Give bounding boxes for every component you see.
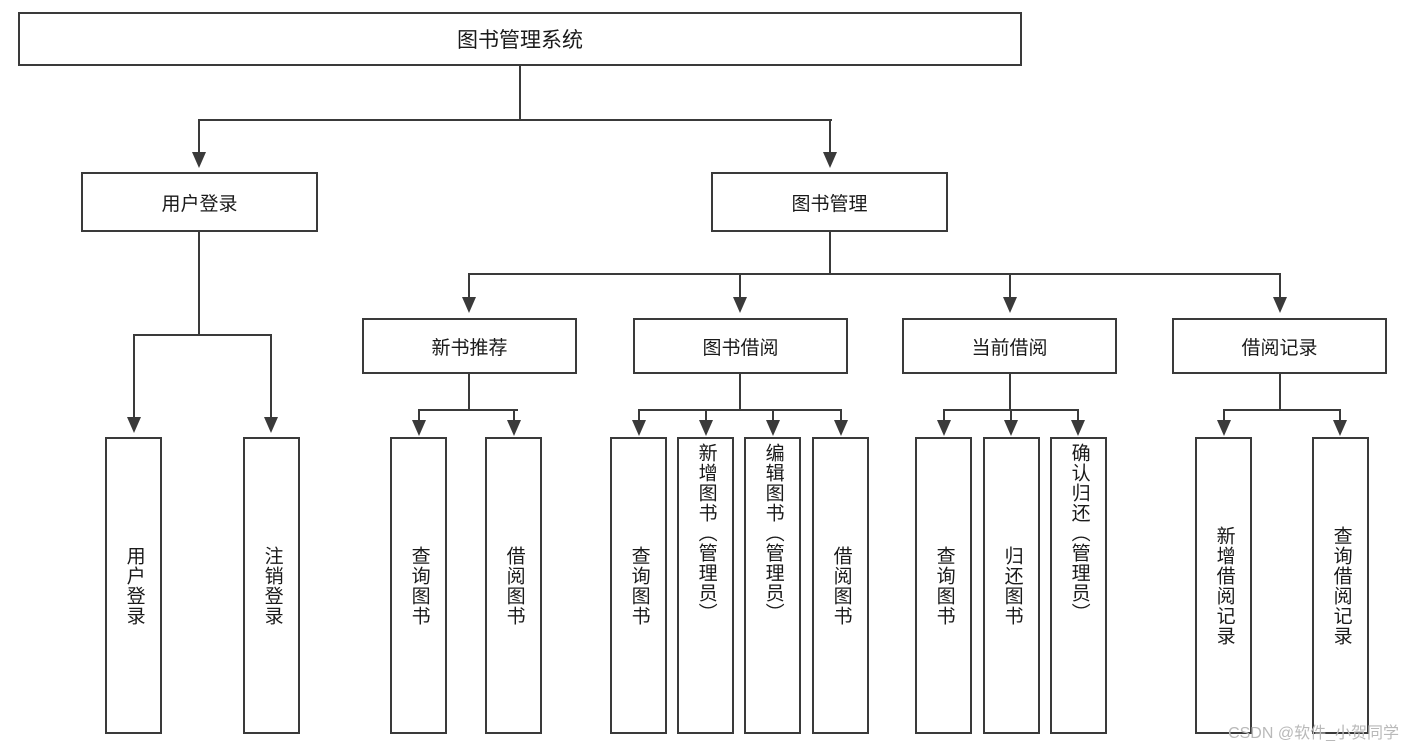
arrow-current-to-leaf3 <box>1071 420 1085 436</box>
edge-borrow-to-leaf4 <box>840 409 842 421</box>
edge-login-to-leaf1 <box>133 334 135 418</box>
edge-root-bus <box>198 119 832 121</box>
arrow-records-to-leaf1 <box>1217 420 1231 436</box>
arrow-newbooks-to-leaf2 <box>507 420 521 436</box>
leaf-query-books-borrow[interactable]: 查询图书 <box>610 437 667 734</box>
leaf-label: 归还图书 <box>1001 545 1023 626</box>
leaf-user-login[interactable]: 用户登录 <box>105 437 162 734</box>
edge-records-to-leaf1 <box>1223 409 1225 421</box>
edge-login-bus <box>133 334 272 336</box>
node-book-borrow[interactable]: 图书借阅 <box>633 318 848 374</box>
node-label: 图书借阅 <box>702 337 779 359</box>
leaf-return-books[interactable]: 归还图书 <box>983 437 1040 734</box>
leaf-logout-login[interactable]: 注销登录 <box>243 437 300 734</box>
edge-root-to-bookmgmt <box>829 119 831 153</box>
edge-current-to-leaf2 <box>1010 409 1012 421</box>
node-book-management[interactable]: 图书管理 <box>711 172 948 232</box>
leaf-label: 借阅图书 <box>830 545 852 626</box>
edge-records-stem <box>1279 374 1281 410</box>
node-label: 借阅记录 <box>1241 337 1318 359</box>
arrow-root-to-login <box>192 152 206 168</box>
node-new-book-recommend[interactable]: 新书推荐 <box>362 318 577 374</box>
edge-current-to-leaf1 <box>943 409 945 421</box>
leaf-label: 查询图书 <box>933 545 955 626</box>
node-label: 图书管理 <box>791 193 868 215</box>
leaf-label: 新增图书（管理员） <box>695 443 717 623</box>
leaf-label: 编辑图书（管理员） <box>762 443 784 623</box>
edge-records-to-leaf2 <box>1339 409 1341 421</box>
edge-borrow-to-leaf2 <box>705 409 707 421</box>
leaf-label: 用户登录 <box>123 545 145 626</box>
node-current-borrow[interactable]: 当前借阅 <box>902 318 1117 374</box>
edge-bookmgmt-to-borrow <box>739 273 741 298</box>
leaf-borrow-books-recommend[interactable]: 借阅图书 <box>485 437 542 734</box>
edge-borrow-to-leaf1 <box>638 409 640 421</box>
edge-root-to-login <box>198 119 200 153</box>
node-user-login[interactable]: 用户登录 <box>81 172 318 232</box>
edge-bookmgmt-to-records <box>1279 273 1281 298</box>
arrow-records-to-leaf2 <box>1333 420 1347 436</box>
arrow-current-to-leaf1 <box>937 420 951 436</box>
node-label: 新书推荐 <box>431 337 508 359</box>
edge-borrow-to-leaf3 <box>772 409 774 421</box>
arrow-bookmgmt-to-current <box>1003 297 1017 313</box>
arrow-borrow-to-leaf3 <box>766 420 780 436</box>
edge-bookmgmt-to-current <box>1009 273 1011 298</box>
edge-login-stem <box>198 232 200 335</box>
leaf-label: 查询图书 <box>628 545 650 626</box>
leaf-confirm-return-admin[interactable]: 确认归还（管理员） <box>1050 437 1107 734</box>
edge-borrow-stem <box>739 374 741 410</box>
edge-current-to-leaf3 <box>1077 409 1079 421</box>
arrow-bookmgmt-to-borrow <box>733 297 747 313</box>
edge-bookmgmt-bus <box>468 273 1281 275</box>
leaf-query-books-recommend[interactable]: 查询图书 <box>390 437 447 734</box>
node-label: 当前借阅 <box>971 337 1048 359</box>
edge-current-stem <box>1009 374 1011 410</box>
leaf-query-borrow-record[interactable]: 查询借阅记录 <box>1312 437 1369 734</box>
node-root-system[interactable]: 图书管理系统 <box>18 12 1022 66</box>
arrow-login-to-leaf1 <box>127 417 141 433</box>
leaf-add-borrow-record[interactable]: 新增借阅记录 <box>1195 437 1252 734</box>
arrow-borrow-to-leaf4 <box>834 420 848 436</box>
arrow-bookmgmt-to-records <box>1273 297 1287 313</box>
edge-bookmgmt-stem <box>829 232 831 274</box>
node-label: 图书管理系统 <box>457 29 583 52</box>
edge-login-to-leaf2 <box>270 334 272 418</box>
leaf-edit-book-admin[interactable]: 编辑图书（管理员） <box>744 437 801 734</box>
arrow-newbooks-to-leaf1 <box>412 420 426 436</box>
edge-newbooks-bus <box>418 409 518 411</box>
arrow-borrow-to-leaf1 <box>632 420 646 436</box>
edge-root-stem <box>519 66 521 120</box>
edge-bookmgmt-to-newbooks <box>468 273 470 298</box>
leaf-borrow-books-borrow[interactable]: 借阅图书 <box>812 437 869 734</box>
node-borrow-records[interactable]: 借阅记录 <box>1172 318 1387 374</box>
edge-newbooks-stem <box>468 374 470 410</box>
arrow-borrow-to-leaf2 <box>699 420 713 436</box>
edge-borrow-bus <box>638 409 842 411</box>
edge-newbooks-to-leaf1 <box>418 409 420 421</box>
leaf-label: 查询借阅记录 <box>1330 525 1352 646</box>
leaf-query-books-current[interactable]: 查询图书 <box>915 437 972 734</box>
node-label: 用户登录 <box>161 193 238 215</box>
leaf-label: 确认归还（管理员） <box>1068 443 1090 623</box>
leaf-label: 查询图书 <box>408 545 430 626</box>
edge-newbooks-to-leaf2 <box>513 409 515 421</box>
edge-records-bus <box>1223 409 1341 411</box>
leaf-add-book-admin[interactable]: 新增图书（管理员） <box>677 437 734 734</box>
leaf-label: 借阅图书 <box>503 545 525 626</box>
arrow-current-to-leaf2 <box>1004 420 1018 436</box>
arrow-login-to-leaf2 <box>264 417 278 433</box>
arrow-root-to-bookmgmt <box>823 152 837 168</box>
leaf-label: 注销登录 <box>261 545 283 626</box>
arrow-bookmgmt-to-newbooks <box>462 297 476 313</box>
leaf-label: 新增借阅记录 <box>1213 525 1235 646</box>
